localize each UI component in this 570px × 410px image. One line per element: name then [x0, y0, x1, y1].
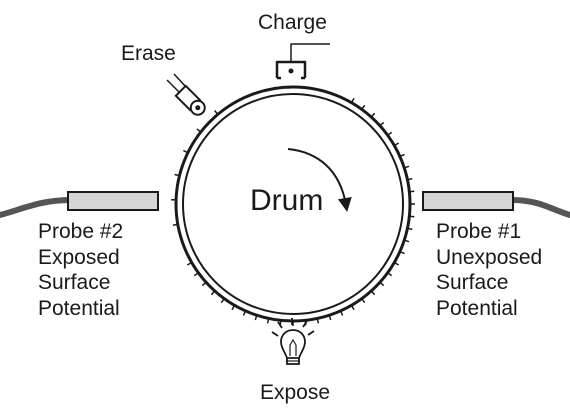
charge-tick: [379, 121, 385, 127]
probe1-line-1: Unexposed: [436, 245, 543, 269]
charge-tick: [186, 261, 193, 266]
charge-tick: [196, 128, 202, 133]
charge-tick: [174, 173, 180, 177]
probe1-line-2: Surface: [436, 271, 509, 294]
charge-label: Charge: [258, 11, 327, 34]
charge-tick: [266, 318, 270, 324]
charge-tick: [379, 281, 385, 287]
charge-tick: [399, 153, 405, 158]
rotation-arrow-icon: [287, 148, 352, 212]
charge-tick: [254, 315, 258, 321]
charge-tick: [316, 318, 320, 324]
probe2-line-3: Potential: [38, 296, 120, 320]
charge-tick: [214, 110, 219, 115]
charge-tick: [409, 190, 415, 193]
erase-lamp-icon: [166, 73, 206, 116]
probe1-line-3: Potential: [436, 296, 518, 320]
probe1-cable: [509, 197, 570, 218]
expose-bulb-icon: [271, 318, 315, 365]
charge-tick: [393, 142, 400, 147]
charge-tick: [361, 298, 366, 304]
charge-tick: [350, 97, 355, 104]
charge-tick: [407, 177, 413, 181]
charge-tick: [370, 290, 376, 296]
charge-tick: [404, 239, 410, 243]
charge-tick: [328, 315, 332, 321]
charge-tick: [350, 304, 355, 311]
charge-tick: [339, 310, 344, 316]
charge-tick: [399, 250, 405, 255]
charge-tick: [387, 131, 393, 136]
charge-corona-icon: [275, 43, 330, 80]
charge-tick: [387, 272, 393, 277]
erase-label: Erase: [121, 42, 176, 65]
probe2-title: Probe #2: [38, 220, 124, 243]
probe2-line-1: Exposed: [38, 245, 120, 269]
charge-tick: [182, 149, 189, 154]
probe1-label: Probe #1 Unexposed Surface Potential: [436, 219, 542, 321]
charge-tick: [242, 310, 247, 316]
drum-label: Drum: [250, 184, 324, 217]
probe2-line-2: Surface: [38, 271, 111, 294]
charge-tick: [393, 261, 400, 266]
probe2-body: [67, 191, 159, 211]
drum-charge-ticks: [171, 97, 415, 326]
charge-tick: [407, 227, 413, 231]
charge-tick: [231, 304, 236, 311]
probe1-body: [422, 191, 514, 211]
charge-tick: [404, 165, 410, 169]
charge-tick: [172, 223, 178, 226]
expose-label: Expose: [260, 381, 331, 404]
charge-tick: [409, 215, 415, 218]
charge-tick: [193, 272, 199, 277]
charge-tick: [361, 104, 366, 110]
charge-tick: [201, 281, 207, 287]
charge-tick: [370, 112, 376, 118]
drum-inner-ring: [182, 93, 404, 315]
charge-tick: [210, 290, 216, 296]
probe2-label: Probe #2 Exposed Surface Potential: [38, 219, 123, 321]
probe1-title: Probe #1: [436, 220, 522, 243]
charge-tick: [220, 298, 225, 304]
probe2-cable: [0, 197, 73, 218]
